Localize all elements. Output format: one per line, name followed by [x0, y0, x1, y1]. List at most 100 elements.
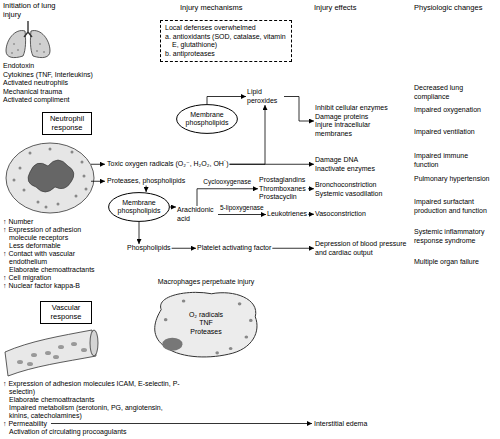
node-text: Leukotrienes: [267, 210, 307, 219]
text-label: Impaired surfactant production and funct…: [414, 198, 490, 215]
node-text: Prostaglandins Thromboxanes Prostacyclin: [259, 176, 307, 202]
text-label: Injury effects: [314, 4, 356, 13]
cell-node: Macrophages perpetuate injury O₂ radicals…: [150, 278, 262, 360]
text-label: Impaired oxygenation: [414, 106, 490, 115]
text-label: Multiple organ failure: [414, 258, 490, 267]
arrow-connector: [284, 97, 314, 122]
text-node: Depression of blood pressure and cardiac…: [314, 240, 410, 257]
node-text: a. antioxidants (SOD, catalase, vitamin …: [165, 33, 287, 50]
blood-vessel-illustration: [71, 342, 77, 346]
enzyme-label: 5-lipoxygenase: [219, 204, 265, 212]
neutrophil-illustration: [85, 188, 88, 191]
edema-arrow: [51, 423, 312, 424]
enzyme-label: Cyclooxygenase: [202, 178, 252, 186]
text-node: Prostaglandins Thromboxanes Prostacyclin: [258, 176, 308, 202]
text-label: Elaborate chemoattractants: [3, 396, 183, 404]
text-node: Proteases, phospholipids: [106, 177, 186, 186]
blood-vessel-illustration: [90, 330, 98, 356]
arrow-connector: [170, 207, 176, 208]
macrophage-illustration: [182, 299, 186, 302]
neutrophil-illustration: [37, 201, 40, 204]
lung-illustration: [6, 31, 26, 58]
neutrophil-output-arrow: [91, 164, 105, 181]
lung-illustration: [17, 49, 19, 51]
node-text-wrap: Membrane phospholipids: [182, 111, 232, 128]
lung-illustration: [6, 21, 50, 58]
node-text: Injure intracellular membranes: [315, 121, 409, 138]
text-label: Physiologic changes: [414, 4, 482, 13]
ellipse-node: Membrane phospholipids: [176, 104, 238, 134]
neutrophil-illustration: [71, 151, 74, 154]
text-label: Impaired ventilation: [414, 128, 490, 137]
neutrophil-illustration: [81, 161, 84, 164]
ellipse-outline: [109, 193, 170, 222]
text-label: Endotoxin: [3, 62, 115, 71]
node-text-wrap: Membrane phospholipids: [114, 199, 164, 216]
ellipse-outline: [177, 105, 238, 134]
arrow-connector: [308, 188, 314, 189]
node-text: Arachidonic acid: [177, 206, 217, 223]
blood-vessel-illustration: [5, 330, 96, 376]
text-node: BronchoconstrictionSystemic vasodilation: [314, 181, 410, 198]
text-label: Less deformable: [3, 242, 99, 250]
node-text: Proteases, phospholipids: [107, 177, 185, 186]
lung-illustration: [13, 43, 15, 45]
neutrophil-illustration: [45, 206, 48, 209]
node-text: Membrane phospholipids: [182, 111, 232, 128]
node-text: Systemic vasodilation: [315, 190, 409, 199]
lung-illustration: [11, 52, 13, 54]
node-text: Platelet activating factor: [197, 244, 271, 253]
text-label: Systemic inflammatory response syndrome: [414, 228, 490, 245]
macrophage-illustration: [238, 302, 242, 305]
node-text: Vascular response: [43, 304, 89, 321]
text-node: Arachidonic acid: [176, 206, 218, 223]
neutrophil-illustration: [75, 195, 78, 198]
text-node: Inhibit cellular enzymesDamage proteinsI…: [314, 104, 410, 138]
arrow-connector: [172, 248, 196, 249]
macrophage-illustration: [215, 351, 219, 354]
text-label: ↑ Permeability: [3, 420, 183, 428]
text-node: Damage DNAInactivate enzymes: [314, 156, 410, 173]
node-text: b. antiproteases: [165, 50, 287, 59]
text-label: ↑ Expression of adhesion molecules ICAM,…: [3, 380, 183, 396]
node-text-wrap: O₂ radicals TNF Proteases: [184, 311, 228, 337]
arrow-connector: [207, 97, 246, 105]
neutrophil-illustration: [6, 143, 94, 213]
macrophage-illustration: [229, 346, 233, 349]
text-label: Impaired immune function: [414, 152, 490, 169]
arrow-connector: [218, 214, 266, 215]
process-box: Neutrophil response: [42, 112, 92, 135]
macrophage-cell: O₂ radicals TNF Proteases: [150, 288, 262, 360]
text-label: Cytokines (TNF, Interleukins): [3, 71, 115, 80]
macrophage-illustration: [162, 337, 182, 350]
macrophage-illustration: [155, 292, 257, 357]
text-label: Activated neutrophils: [3, 79, 115, 88]
edema-arrow: [51, 423, 312, 424]
text-label: Initiation of lung injury: [3, 2, 63, 19]
arrow-connector: [139, 222, 140, 244]
arrow-connector: [308, 214, 314, 215]
node-text: Lipid peroxides: [247, 88, 283, 105]
node-text: Macrophages perpetuate injury: [150, 278, 262, 287]
blood-vessel-illustration: [27, 362, 33, 366]
neutrophil-output-arrow: [91, 181, 105, 182]
text-label: ↑ Nuclear factor kappa-B: [3, 282, 99, 290]
node-text: Membrane phospholipids: [114, 199, 164, 216]
neutrophil-illustration: [6, 143, 94, 213]
arrow-connector: [146, 186, 147, 193]
node-text: Damage proteins: [315, 113, 409, 122]
text-label: Injury mechanisms: [180, 4, 243, 13]
text-node: Platelet activating factor: [196, 244, 272, 253]
neutrophil-illustration: [49, 148, 52, 151]
text-label: ↑ Number: [3, 218, 99, 226]
node-text: Damage DNA: [315, 156, 409, 165]
node-text: Bronchoconstriction: [315, 181, 409, 190]
text-label: ↑ Expression of adhesion molecule recept…: [3, 226, 99, 242]
text-node: Vasoconstriction: [314, 210, 410, 219]
node-text: Depression of blood pressure and cardiac…: [315, 240, 409, 257]
macrophage-illustration: [249, 318, 253, 321]
lung-illustration: [24, 21, 32, 37]
blood-vessel-illustration: [53, 355, 59, 359]
